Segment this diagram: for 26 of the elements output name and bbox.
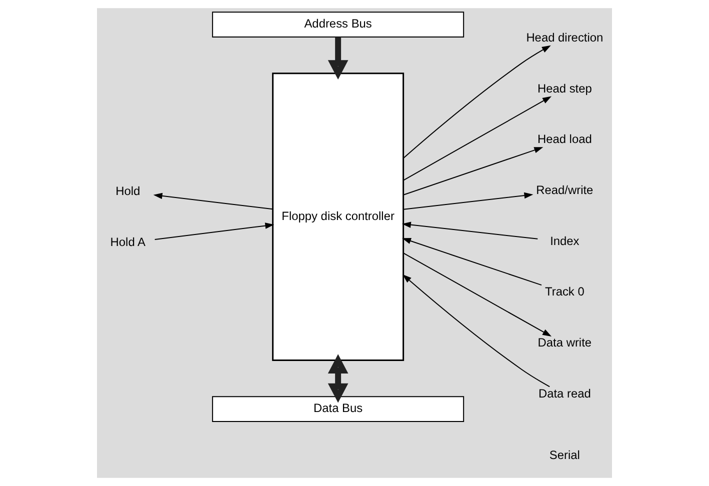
node-text: Read/write — [536, 183, 594, 198]
arrow — [402, 238, 542, 286]
arrow — [402, 96, 552, 181]
node-text: Track 0 — [545, 284, 584, 299]
label: Serial — [549, 448, 580, 462]
node-text: Head step — [537, 81, 592, 96]
arrow — [402, 252, 552, 336]
node-text: Data read — [538, 386, 591, 400]
node-text: Hold — [116, 184, 140, 198]
node-box: Data Bus — [212, 396, 464, 422]
node-box: Floppy disk controller — [272, 72, 404, 362]
arrow — [153, 192, 274, 210]
arrow — [328, 37, 348, 80]
node-text: Data write — [538, 335, 592, 350]
arrow — [403, 45, 551, 158]
arrow — [402, 274, 550, 388]
node-text: Index — [550, 234, 580, 248]
arrow — [154, 222, 274, 240]
node-text: Head direction — [526, 30, 604, 45]
node-text: Head load — [537, 132, 592, 146]
node-text: Hold A — [110, 234, 146, 249]
arrow — [402, 192, 534, 210]
arrow — [402, 222, 538, 240]
arrow — [402, 147, 544, 196]
arrow — [328, 354, 348, 403]
node-box: Address Bus — [212, 12, 464, 38]
